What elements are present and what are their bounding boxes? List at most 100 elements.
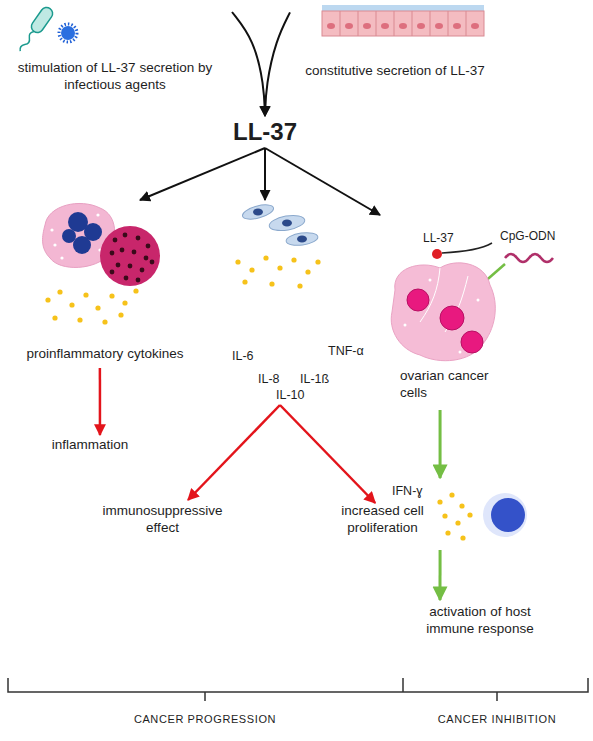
nucleus-lobe [62, 229, 76, 243]
granule [123, 233, 128, 238]
lymphocyte-group: IFN-ɣ [390, 478, 545, 550]
cytokine-dot [263, 255, 268, 260]
cell-nucleus [471, 23, 479, 29]
virus-spikes [59, 24, 77, 42]
granule [429, 279, 432, 282]
peptide-dot [432, 249, 442, 259]
granule [53, 243, 56, 246]
cytokine-dot [83, 292, 88, 297]
node-text: inflammation [30, 437, 150, 454]
granule [146, 244, 151, 249]
cell-nucleus [461, 331, 483, 353]
arrow-connector [99, 368, 102, 435]
outcome-label: increased cell proliferation [330, 503, 435, 545]
cytokine-dot [277, 265, 282, 270]
bacterium-flagellum [19, 30, 36, 52]
cell-nucleus [253, 209, 263, 216]
bacterium-body [29, 5, 55, 35]
cytokine-dot [249, 267, 254, 272]
cell-nucleus [399, 23, 407, 29]
node-text: TNF-α [328, 344, 374, 360]
node-text: IL-6 [232, 349, 272, 365]
granule [459, 351, 462, 354]
cell-nucleus [417, 23, 425, 29]
outcome-label: immunosuppressive effect [90, 500, 235, 545]
cytokine-dot [305, 269, 310, 274]
section-label: CANCER INHIBITION [387, 713, 593, 725]
node-text: ovarian cancer cells [400, 368, 490, 402]
granule [128, 264, 133, 269]
node-text: LL-37 [222, 117, 308, 147]
granule [113, 238, 118, 243]
stromal-cell [241, 202, 275, 222]
cytokine-dot [437, 499, 442, 504]
mast-cell-granules [110, 233, 155, 283]
immune-cell-group: proinflammatory cytokines [20, 200, 190, 368]
lymphocyte-cell [483, 493, 527, 537]
cell-nucleus [407, 289, 429, 311]
arrow-connector [265, 148, 380, 215]
granule [136, 236, 141, 241]
cytokine-dots [437, 492, 472, 540]
stromal-cell [268, 213, 306, 233]
epithelium-group: constitutive secretion of LL-37 [290, 0, 520, 95]
cell-nucleus [363, 23, 371, 29]
cancer-cell-cluster [391, 263, 495, 361]
granule [140, 268, 145, 273]
node-text: IFN-ɣ [392, 484, 436, 500]
cell-nucleus [282, 220, 292, 227]
bacterium-icon [15, 5, 55, 54]
section-label: CANCER PROGRESSION [95, 713, 315, 725]
granule [136, 278, 141, 283]
arrow-connector [280, 405, 375, 503]
cytokine-dot [291, 257, 296, 262]
cytokine-dot [77, 317, 82, 322]
cell-nucleus [435, 23, 443, 29]
cytokine-group: IL-6TNF-αIL-8IL-1ßIL-10 [205, 200, 375, 405]
outcome-label: activation of host immune response [380, 600, 580, 645]
stimulus-group: stimulation of LL-37 secretion by infect… [0, 0, 232, 100]
outcome-label: inflammation [30, 435, 150, 457]
granule [50, 228, 53, 231]
arrow-connector [188, 405, 280, 500]
epithelium-nuclei [327, 23, 479, 29]
cytokine-dot [102, 319, 107, 324]
cell-nucleus [381, 23, 389, 29]
lymphocyte-nucleus [491, 498, 525, 532]
granule [150, 260, 155, 265]
lobed-nucleus [62, 212, 102, 254]
epithelium-cilia [322, 5, 484, 11]
cytokine-dot [442, 513, 447, 518]
cytokine-dot [109, 293, 114, 298]
granule [120, 248, 125, 253]
cytokine-dot [122, 300, 127, 305]
node-text: immunosuppressive effect [90, 503, 235, 537]
cytokine-dot [45, 297, 50, 302]
granule [110, 270, 115, 275]
cancer-nuclei [407, 289, 483, 353]
cytokine-dot [95, 305, 100, 310]
mast-cell [100, 226, 160, 286]
granule [132, 250, 137, 255]
cytokine-dot [455, 520, 460, 525]
granule [116, 263, 121, 268]
arrow-connector [232, 12, 265, 116]
cytokine-dot [459, 503, 464, 508]
node-text: constitutive secretion of LL-37 [290, 63, 500, 80]
stromal-cells [241, 202, 319, 247]
cytokine-dots [45, 288, 138, 324]
arrow-connector [264, 148, 266, 200]
granule [124, 276, 129, 281]
node-text: stimulation of LL-37 secretion by infect… [8, 60, 222, 94]
node-text: IL-1ß [300, 372, 340, 388]
arrow-connector [439, 410, 442, 478]
stromal-cell [285, 231, 318, 247]
node-text: proinflammatory cytokines [5, 346, 205, 363]
granule [110, 251, 115, 256]
cytokine-dot [449, 492, 454, 497]
arrow-connector [265, 12, 290, 116]
cytokine-dot [133, 288, 138, 293]
cell-nucleus [440, 306, 464, 330]
cytokine-dot [57, 289, 62, 294]
cell-borders [340, 11, 466, 36]
